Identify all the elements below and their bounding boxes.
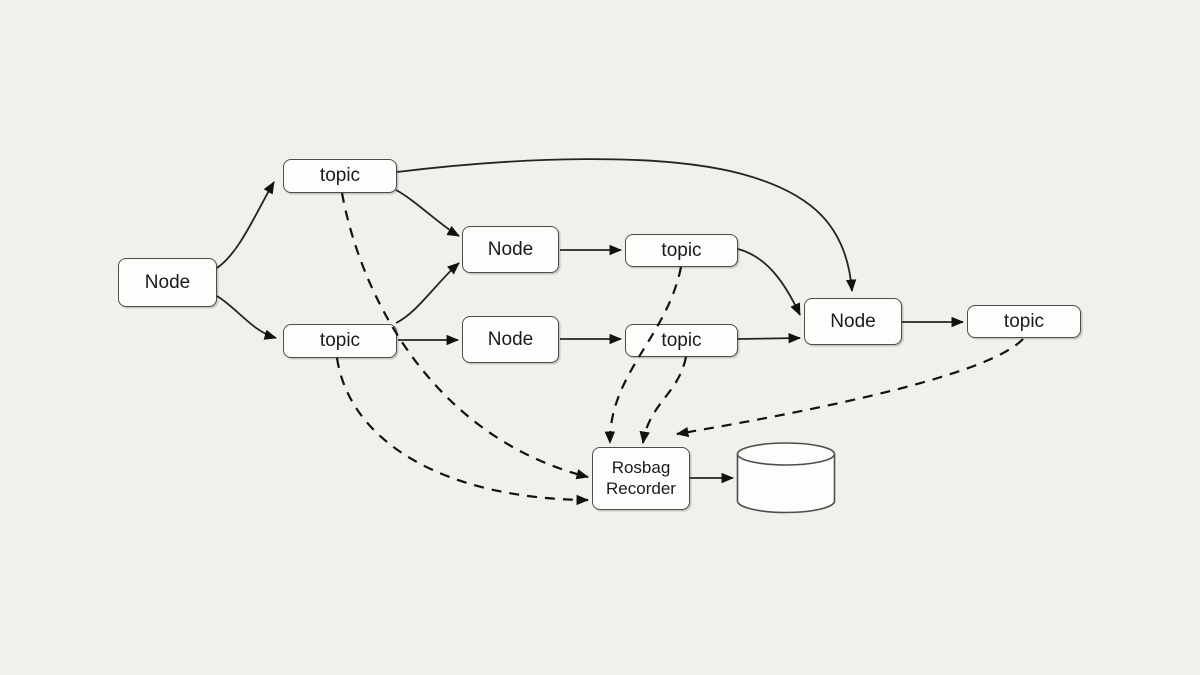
topic-far-right-label: topic bbox=[1003, 310, 1045, 332]
edge-topicmidlower-rosbag bbox=[639, 356, 688, 445]
topic-box-mid-lower: topic bbox=[625, 324, 738, 357]
topic-box-mid-upper: topic bbox=[625, 234, 738, 267]
edge-topicmidleft-rosbag bbox=[335, 357, 590, 506]
node-right-label: Node bbox=[830, 310, 876, 332]
node-mid-upper-label: Node bbox=[487, 238, 534, 260]
topic-mid-left-label: topic bbox=[319, 330, 361, 352]
edge-nodeleft-topicmidleft bbox=[216, 295, 277, 340]
topic-top-label: topic bbox=[319, 165, 361, 187]
edge-topicmidleft-nodemidupper bbox=[395, 262, 460, 324]
topic-mid-lower-label: topic bbox=[661, 329, 702, 351]
topic-box-mid-left: topic bbox=[283, 324, 397, 358]
edge-topictop-nodemidupper bbox=[395, 189, 460, 237]
node-mid-lower-label: Node bbox=[487, 328, 534, 350]
topic-box-top: topic bbox=[283, 159, 397, 193]
edge-nodeleft-topictop bbox=[216, 181, 275, 269]
rosbag-recorder-box: Rosbag Recorder bbox=[592, 447, 690, 510]
node-box-mid-lower: Node bbox=[462, 316, 559, 363]
node-box-left: Node bbox=[118, 258, 217, 307]
rosbag-recorder-label: Rosbag Recorder bbox=[606, 457, 676, 498]
topic-box-far-right: topic bbox=[967, 305, 1081, 338]
node-box-right: Node bbox=[804, 298, 902, 345]
bag-file-label: .bag file bbox=[752, 467, 820, 488]
edge-topicmidlower-noderight bbox=[737, 332, 802, 344]
topic-mid-upper-label: topic bbox=[661, 239, 702, 261]
edge-topicmidupper-noderight bbox=[737, 248, 801, 316]
node-left-label: Node bbox=[144, 271, 191, 293]
node-box-mid-upper: Node bbox=[462, 226, 559, 273]
